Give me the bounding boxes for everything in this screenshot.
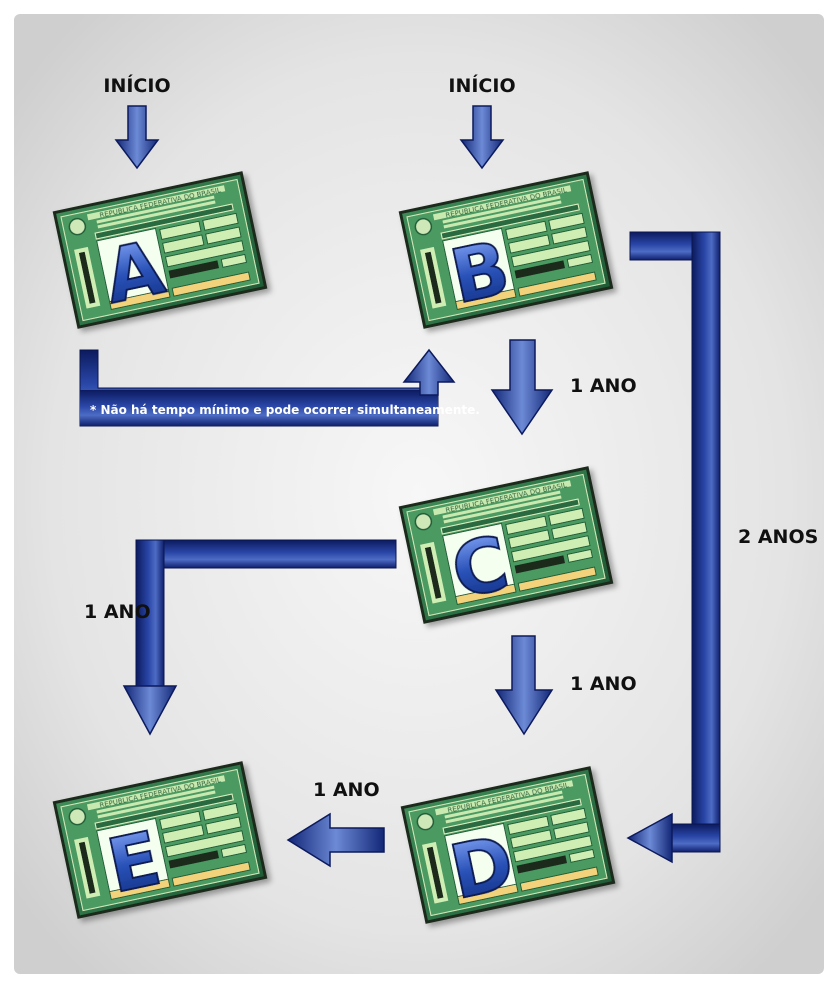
connector-c-to-e: [122, 539, 397, 736]
label-c-to-d: 1 ANO: [570, 673, 637, 695]
label-d-to-e: 1 ANO: [313, 779, 380, 801]
license-card-b: REPUBLICA FEDERATIVA DO BRASIL B: [397, 170, 615, 330]
start-label-b: INÍCIO: [448, 74, 515, 97]
license-card-e: REPUBLICA FEDERATIVA DO BRASIL E: [51, 760, 269, 920]
label-c-to-e: 1 ANO: [84, 601, 151, 623]
connector-a-to-b: [79, 348, 456, 427]
license-card-d: REPUBLICA FEDERATIVA DO BRASIL D: [399, 765, 617, 925]
start-label-a: INÍCIO: [103, 74, 170, 97]
connector-b-to-d: [626, 231, 721, 864]
label-b-to-c: 1 ANO: [570, 375, 637, 397]
arrow-d-to-e: [286, 812, 385, 868]
label-b-to-d: 2 ANOS: [738, 526, 818, 548]
arrow-c-to-d: [494, 635, 554, 736]
note-a-to-b: * Não há tempo mínimo e pode ocorrer sim…: [90, 403, 480, 417]
arrow-b-to-c: [490, 339, 554, 436]
start-arrow-b: [459, 105, 505, 170]
start-arrow-a: [114, 105, 160, 170]
